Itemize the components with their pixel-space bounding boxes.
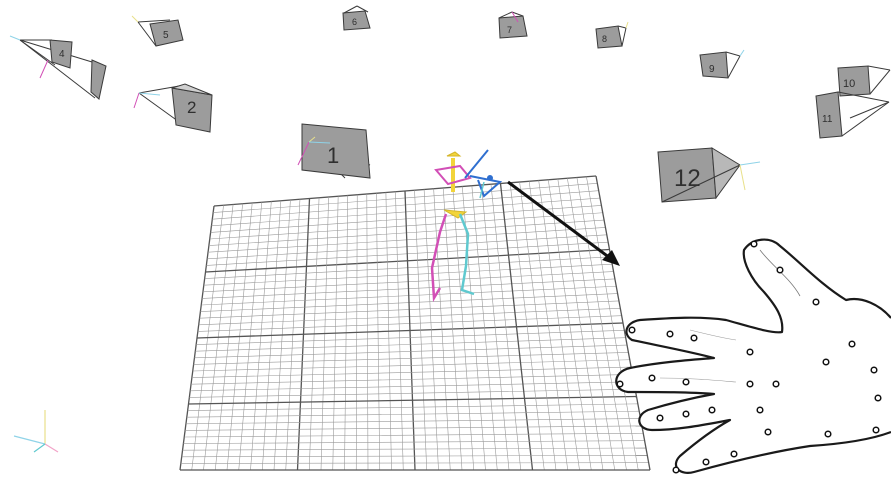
hand-illustration [616,240,891,473]
camera-8-label: 8 [602,34,607,44]
marker-dot-icon [629,327,635,333]
marker-dot-icon [765,429,771,435]
marker-dot-icon [871,367,877,373]
camera-9[interactable]: 9 [700,50,744,78]
camera-pyramid-icon [132,16,183,46]
camera-1-label: 1 [327,143,339,168]
marker-dot-icon [691,335,697,341]
marker-dot-icon [751,241,757,247]
marker-dot-icon [777,267,783,273]
skeleton-pelvis [444,210,466,218]
camera-4[interactable]: 4 [10,36,106,99]
marker-dot-icon [683,379,689,385]
marker-dot-icon [657,415,663,421]
marker-dot-icon [757,407,763,413]
marker-dot-icon [813,299,819,305]
camera-4-label: 4 [59,49,65,60]
camera-pyramid-icon [700,50,744,78]
marker-dot-icon [747,381,753,387]
marker-dot-icon [747,349,753,355]
marker-dot-icon [683,411,689,417]
skeleton [432,150,500,298]
camera-6-label: 6 [352,17,357,27]
marker-dot-icon [487,175,493,181]
camera-7[interactable]: 7 [499,12,527,38]
marker-dot-icon [703,459,709,465]
camera-11-label: 11 [822,114,833,125]
camera-8[interactable]: 8 [596,22,628,48]
skeleton-right-leg [460,214,474,294]
marker-dot-icon [873,427,879,433]
marker-dot-icon [731,451,737,457]
marker-dot-icon [617,381,623,387]
camera-9-label: 9 [709,64,715,75]
camera-6[interactable]: 6 [343,6,370,30]
marker-dot-icon [667,331,673,337]
marker-dot-icon [825,431,831,437]
camera-2-label: 2 [187,98,196,117]
marker-dot-icon [673,467,679,473]
marker-dot-icon [773,381,779,387]
camera-pyramid-icon [10,36,106,99]
marker-dot-icon [649,375,655,381]
camera-5[interactable]: 5 [132,16,183,46]
coordinate-axes-icon [14,410,58,452]
camera-2[interactable]: 2 [134,84,212,132]
camera-12-label: 12 [674,165,701,192]
marker-dot-icon [709,407,715,413]
camera-7-label: 7 [507,25,512,35]
marker-dot-icon [875,395,881,401]
camera-10[interactable]: 10 [838,66,890,96]
marker-dot-icon [849,341,855,347]
skeleton-head [447,152,460,156]
floor-grid [180,176,650,470]
camera-pyramid-icon [499,12,527,38]
camera-pyramid-icon [596,22,628,48]
camera-5-label: 5 [163,30,169,41]
camera-10-label: 10 [843,78,855,90]
marker-dot-icon [823,359,829,365]
camera-11[interactable]: 11 [816,92,889,138]
camera-12[interactable]: 12 [658,148,760,202]
camera-1[interactable]: 1 [298,124,370,178]
skeleton-left-leg [432,214,446,298]
camera-pyramid-icon [134,84,212,132]
